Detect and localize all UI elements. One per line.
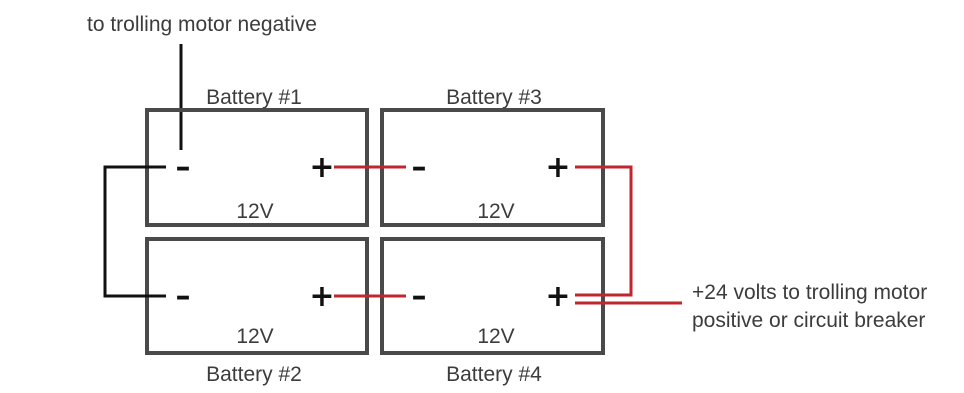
battery-3: Battery #3 – + 12V (380, 86, 605, 227)
battery-3-negative-terminal: – (412, 150, 427, 185)
battery-4: – + 12V Battery #4 (380, 237, 605, 386)
negative-jumper-wire (103, 165, 166, 298)
battery-2: – + 12V Battery #2 (145, 237, 369, 386)
battery-2-negative-terminal: – (176, 279, 191, 314)
battery-4-negative-terminal: – (412, 279, 427, 314)
positive-lead-note-line2: positive or circuit breaker (692, 309, 925, 332)
battery-1-positive-terminal: + (309, 150, 334, 185)
battery-4-title: Battery #4 (446, 363, 542, 386)
battery-3-voltage: 12V (477, 200, 514, 223)
battery-1-voltage: 12V (236, 200, 273, 223)
battery-3-positive-terminal: + (545, 150, 570, 185)
negative-lead-note: to trolling motor negative (87, 13, 317, 36)
positive-parallel-wire (575, 165, 633, 297)
battery-2-voltage: 12V (236, 325, 273, 348)
positive-lead-note-line1: +24 volts to trolling motor (692, 281, 927, 304)
battery-4-positive-terminal: + (545, 279, 570, 314)
battery-1-negative-terminal: – (176, 150, 191, 185)
battery-2-positive-terminal: + (309, 279, 334, 314)
battery-3-title: Battery #3 (446, 86, 542, 109)
battery-2-title: Battery #2 (206, 363, 302, 386)
battery-4-voltage: 12V (477, 325, 514, 348)
battery-1-title: Battery #1 (206, 86, 302, 109)
